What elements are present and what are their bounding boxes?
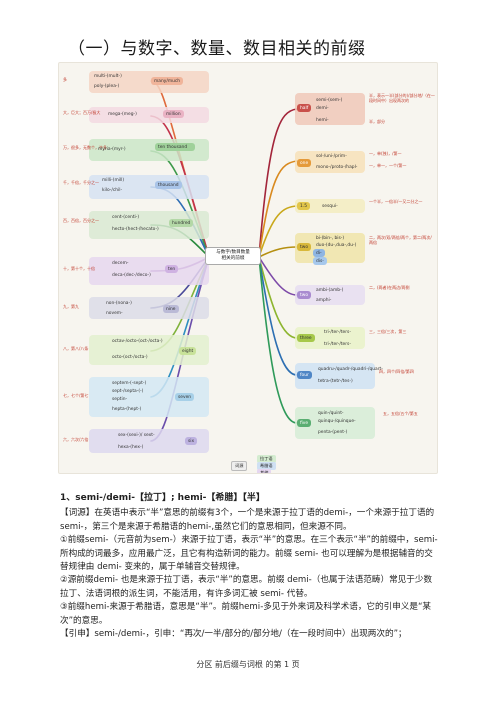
prefix-duo: duo-(du-,dua-,du-): [316, 242, 357, 248]
note-hundred: 百，百倍，百分之一: [63, 218, 99, 223]
prefix-sex: sex-(sexi-)/ sext-: [118, 432, 155, 438]
paragraph-semi: ①前缀semi-（元音前为sem-）来源于拉丁语，表示“半”的意思。在三个表示“…: [60, 535, 438, 573]
note-five: 五，五倍/五个/第五: [383, 411, 418, 416]
prefix-ambi: ambi-(amb-): [316, 287, 344, 293]
note-four: 四，四个/四倍/第四: [379, 369, 414, 374]
key-three: three: [297, 334, 315, 343]
page-title: （一）与数字、数量、数目相关的前缀: [68, 39, 366, 59]
legend-greek: 希腊语: [257, 462, 276, 470]
center-line-2: 相关的前缀: [221, 256, 245, 261]
prefix-quadru: quadru-/quadr-/quadri-/quart-: [318, 366, 383, 372]
meaning-eight: eight: [179, 347, 197, 356]
prefix-decem: decem-: [112, 260, 129, 266]
prefix-sol: sol-/uni-/prim-: [316, 153, 347, 159]
prefix-sept: sept-/septa-(-): [112, 388, 144, 394]
prefix-kilo: kilo-/chil-: [102, 187, 123, 193]
prefix-sesqui: sesqui-: [322, 203, 338, 209]
prefix-tri-b: tri-/ter-/ters-: [324, 341, 351, 347]
note-half-2: 半，部分: [369, 119, 385, 124]
mindmap-center-node: 与数字/数目数量 相关的前缀: [205, 247, 261, 265]
paragraph-etymology: 【词源】在英语中表示“半”意思的前缀有3个，一个是来源于拉丁语的demi-，一个…: [60, 508, 435, 532]
prefix-milli: milli-(mill): [102, 177, 125, 183]
prefix-cent: cent-(centi-): [112, 214, 140, 220]
section-heading: 1、semi-/demi-【拉丁】; hemi-【希腊】【半】: [60, 493, 265, 503]
page-footer: 分区 前后缀与词根 的第 1 页: [196, 660, 300, 669]
note-one: 一，单(独)，/第一: [369, 151, 402, 156]
prefix-poly: poly-(plea-): [94, 83, 120, 89]
note-multi: 多: [63, 77, 67, 82]
prefix-demi: demi-: [316, 105, 329, 111]
meaning-six: six: [185, 437, 198, 446]
note-seven: 七，七个/第七: [63, 393, 89, 398]
note-two-b: 二，(两者)在两边/两侧: [369, 285, 410, 290]
note-six: 六，六次/六倍: [63, 437, 89, 442]
prefix-semi: semi-(sem-): [316, 97, 343, 103]
meaning-hundred: hundred: [169, 219, 194, 228]
paragraph-extension: 【引申】semi-/demi-，引申：“再次/一半/部分的/部分地/（在一段时间…: [60, 629, 407, 640]
prefix-septin: septin-: [112, 396, 128, 402]
mindmap-figure: 与数字/数目数量 相关的前缀 多 multi-(mult-) poly-(ple…: [58, 62, 438, 474]
mindmap-branches: [89, 71, 375, 453]
prefix-mono: mono-/proto-/hapl-: [316, 164, 358, 170]
note-thousand: 千，千倍，千分之一: [63, 180, 99, 185]
prefix-novem: novem-: [106, 310, 123, 316]
note-one-2: 一，单一，一个/第一: [369, 163, 407, 168]
note-mega: 大，巨大；百万/极大: [63, 110, 101, 115]
prefix-quin: quin-/quint-: [318, 410, 344, 416]
legend-title: 词源: [231, 461, 248, 471]
note-sesqui: 一个半，一倍半/一又二分之一: [369, 199, 423, 204]
meaning-seven: seven: [175, 393, 195, 402]
key-one: one: [297, 159, 312, 168]
prefix-tetra: tetra-(tetr-/tes-): [318, 378, 353, 384]
note-three: 三，三倍/三次，第三: [369, 329, 407, 334]
prefix-septem: septem-(-sept-): [112, 380, 147, 386]
prefix-multi: multi-(mult-): [94, 73, 122, 79]
prefix-non: non-(nona-): [106, 300, 132, 306]
center-line-1: 与数字/数目数量: [216, 250, 250, 255]
note-two-a: 二，两次/双/两倍/两个，第二/两次/两倍: [369, 235, 432, 245]
prefix-dis: dis-: [313, 257, 327, 266]
prefix-deca: deca-(dec-/deco-): [112, 272, 151, 278]
prefix-amphi: amphi-: [316, 297, 332, 303]
prefix-tri-a: tri-/ter-/ters-: [324, 329, 351, 335]
note-ten: 十，第十个，十倍: [63, 266, 95, 271]
prefix-hepta: hepta-(hept-): [112, 406, 142, 412]
paragraph-hemi: ③前缀hemi-来源于希腊语，意思是“半”。前缀hemi-多见于外来词及科学术语…: [60, 602, 432, 626]
key-two-a: two: [297, 243, 311, 252]
note-myria: 万，很多，无数个，许多: [63, 145, 107, 150]
prefix-myria: myria-(myr-): [98, 146, 126, 152]
meaning-thousand: thousand: [155, 181, 182, 190]
meaning-many: many/much: [151, 77, 184, 86]
meaning-nine: nine: [163, 305, 179, 314]
prefix-hemi: hemi-: [316, 117, 329, 123]
prefix-bi: bi-(bin-, bis-): [316, 235, 345, 241]
prefix-octav: octav-/octo-(oct-/octa-): [112, 338, 163, 344]
legend-latin: 拉丁语: [257, 455, 276, 463]
prefix-hexa: hexa-(hex-): [118, 444, 144, 450]
prefix-quinqu: quinqu-/quinque-: [318, 418, 356, 424]
prefix-mega: mega-(meg-): [108, 111, 137, 117]
note-half: 半，表示一半(部分的)/部分地/（在一段时间中）出现两次的: [369, 93, 435, 103]
note-nine: 九，第九: [63, 304, 79, 309]
paragraph-demi: ②源前缀demi- 也是来源于拉丁语，表示“半”的意思。前缀 demi-（也属于…: [60, 575, 433, 599]
key-four: four: [297, 371, 312, 380]
legend-other: 其他: [257, 469, 272, 473]
key-two-b: two: [297, 291, 311, 300]
prefix-penta: penta-(pent-): [318, 429, 348, 435]
prefix-hecto: hecto-(hect-/hecato-): [112, 226, 159, 232]
note-eight: 八，第八/八条: [63, 346, 89, 351]
key-one-and-half: 1.5: [297, 202, 310, 211]
key-five: five: [297, 419, 312, 428]
prefix-octo: octo-(oct-/octa-): [112, 354, 148, 360]
article-body: 1、semi-/demi-【拉丁】; hemi-【希腊】【半】 【词源】在英语中…: [60, 492, 440, 641]
prefix-di: di-: [313, 249, 325, 258]
key-half: half: [297, 104, 312, 113]
meaning-ten-thousand: ten thousand: [155, 143, 195, 152]
meaning-million: million: [163, 110, 184, 119]
meaning-ten: ten: [165, 265, 179, 274]
